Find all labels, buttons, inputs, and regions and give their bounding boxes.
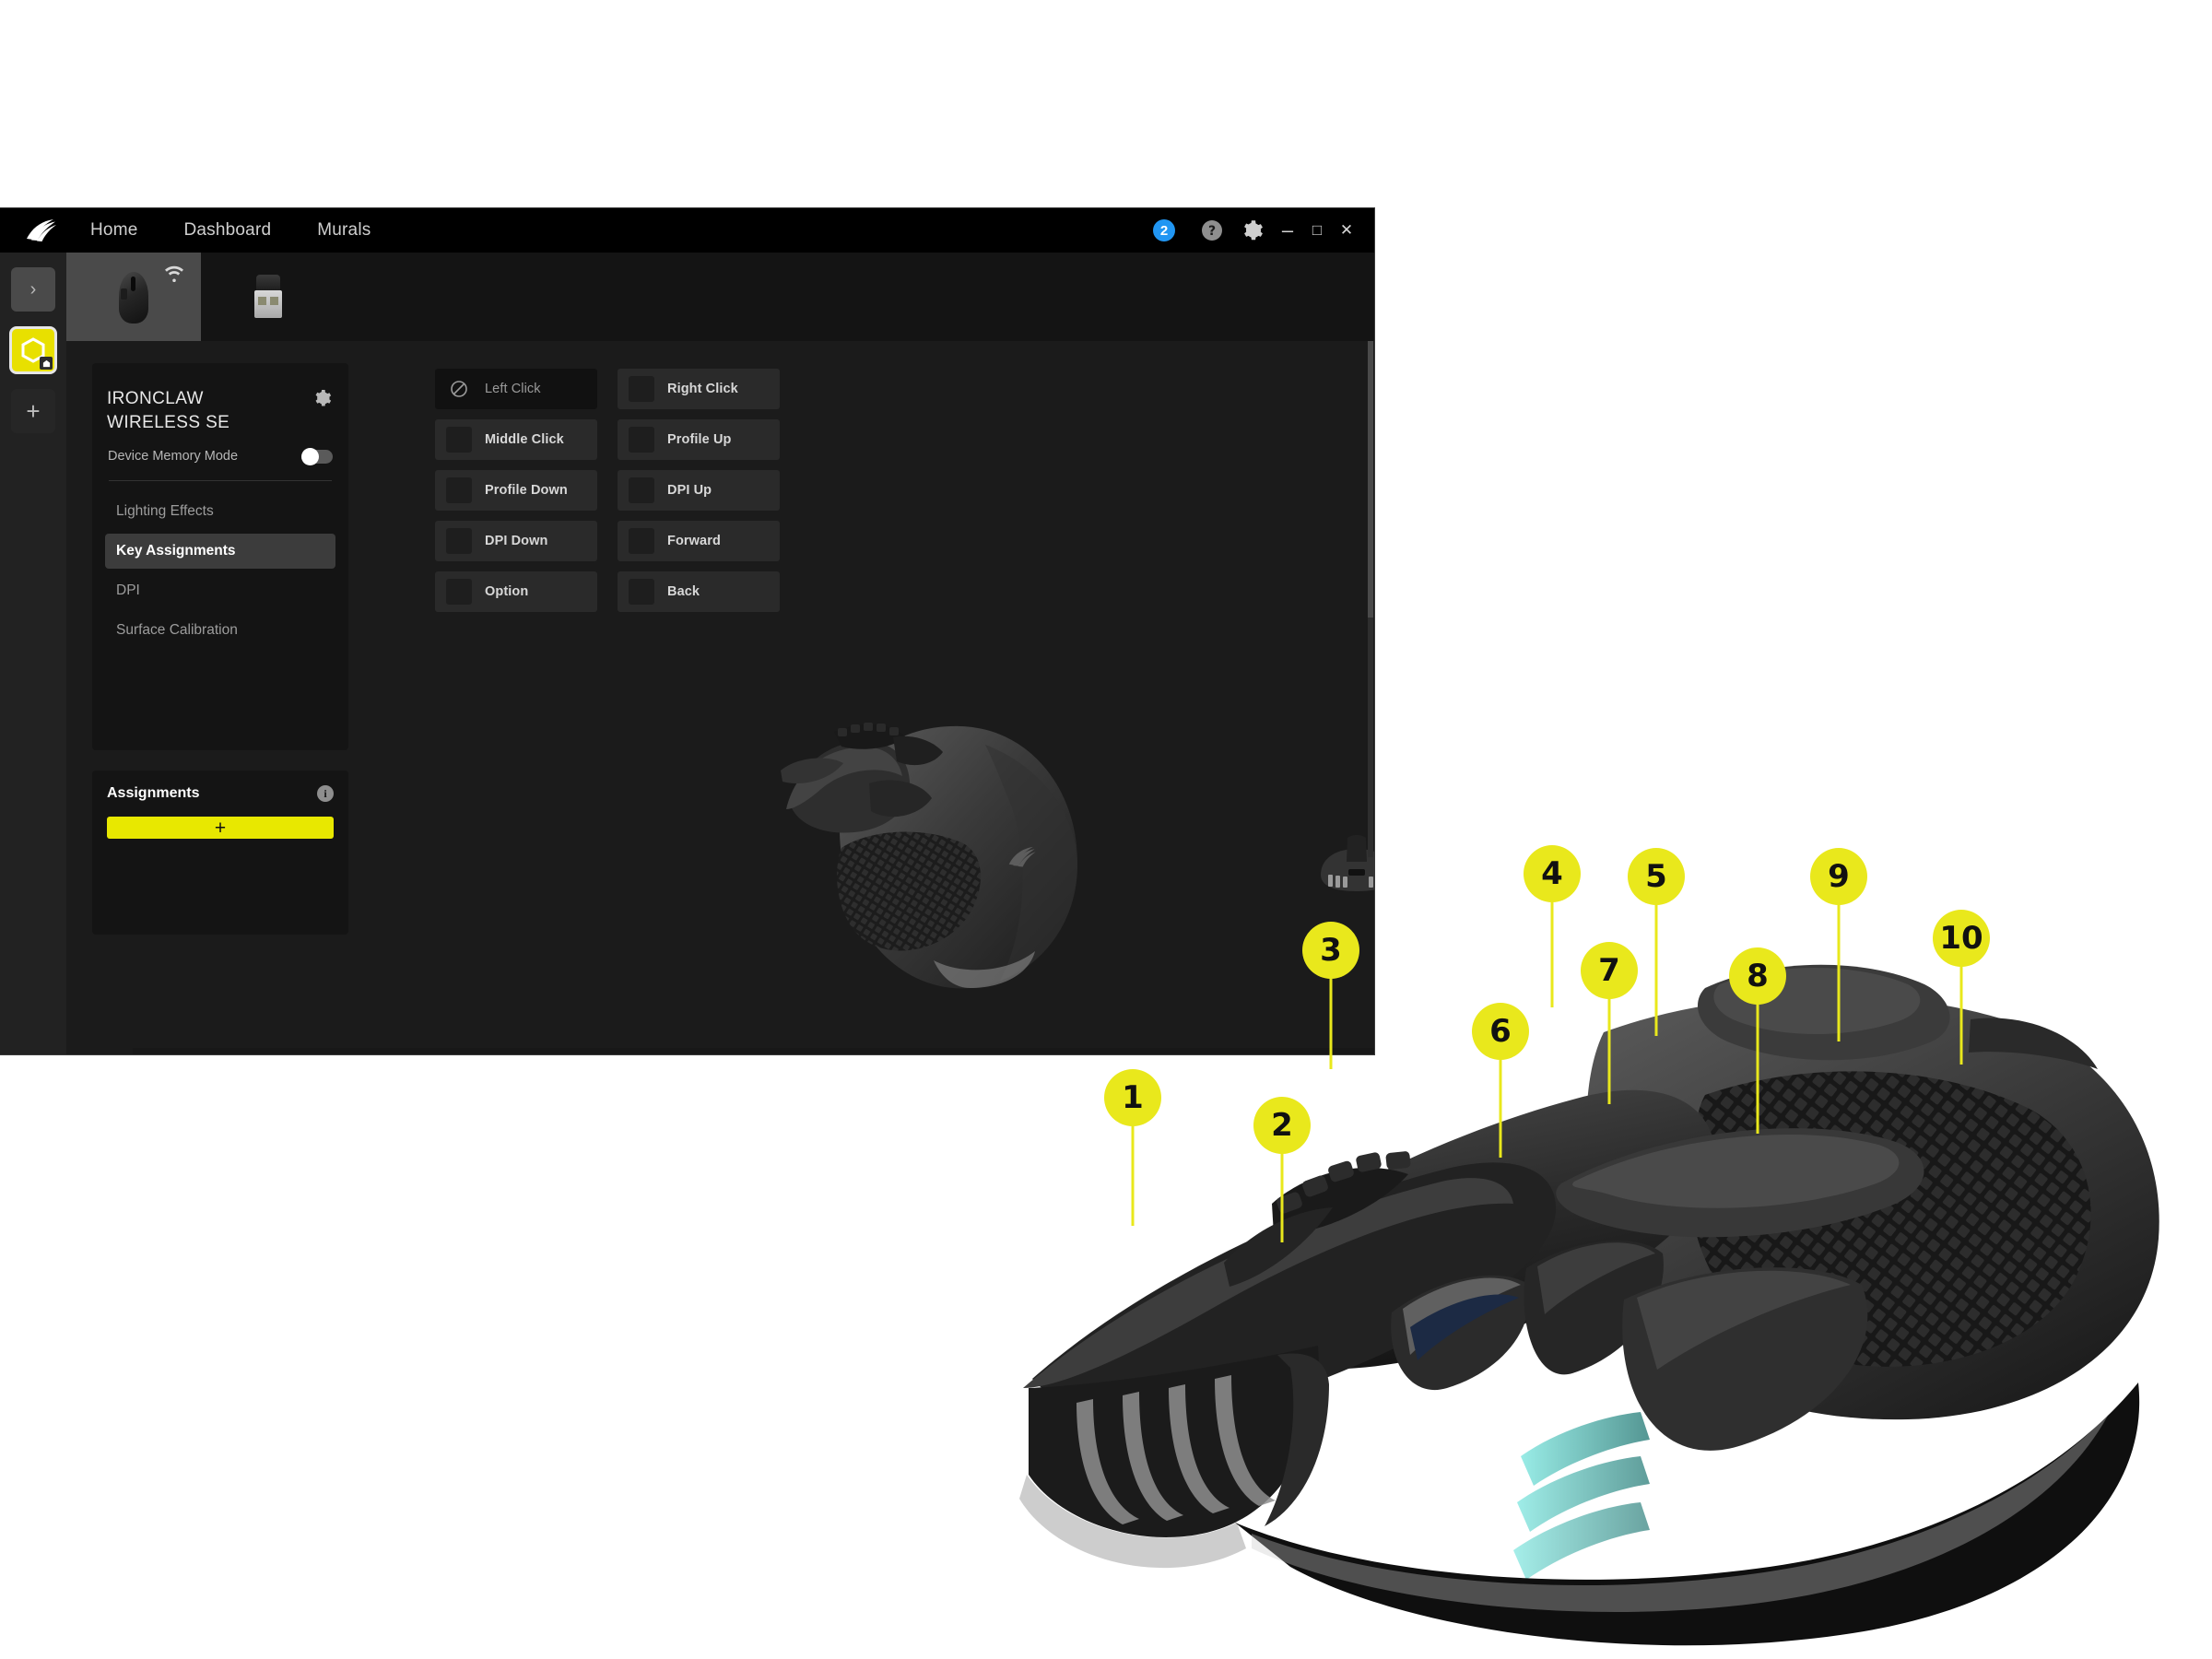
rail-expand-button[interactable]: › bbox=[11, 267, 55, 312]
nav-item-home[interactable]: Home bbox=[90, 220, 138, 240]
profile-corner-icon bbox=[40, 357, 53, 370]
no-entry-icon bbox=[446, 376, 472, 402]
device-memory-mode-label: Device Memory Mode bbox=[108, 449, 239, 465]
swatch-icon bbox=[629, 477, 654, 503]
vertical-scrollbar[interactable] bbox=[1368, 341, 1373, 857]
swatch-icon bbox=[629, 376, 654, 402]
device-settings-card: IRONCLAW WIRELESS SE Device Memory Mode … bbox=[92, 363, 348, 750]
key-button-label: DPI Up bbox=[667, 483, 712, 498]
swatch-icon bbox=[446, 579, 472, 605]
ironclaw-wireless-se-side-photo bbox=[1005, 866, 2212, 1659]
callout-number: 2 bbox=[1253, 1097, 1311, 1154]
key-button-label: Back bbox=[667, 584, 700, 599]
notification-badge[interactable]: 2 bbox=[1153, 219, 1175, 241]
device-tab-strip bbox=[66, 253, 1374, 341]
key-button-label: Option bbox=[485, 584, 529, 599]
icue-app-window: Home Dashboard Murals 2 ? – bbox=[0, 207, 1375, 1055]
key-button-right-click[interactable]: Right Click bbox=[618, 369, 780, 409]
swatch-icon bbox=[446, 528, 472, 554]
device-settings-gear-icon[interactable] bbox=[313, 389, 332, 412]
key-button-label: Right Click bbox=[667, 382, 738, 396]
key-button-label: Middle Click bbox=[485, 432, 564, 447]
key-button-label: DPI Down bbox=[485, 534, 548, 548]
swatch-icon bbox=[629, 528, 654, 554]
callout-number: 7 bbox=[1581, 942, 1638, 999]
gear-icon[interactable] bbox=[1239, 217, 1266, 244]
minimize-icon[interactable]: – bbox=[1281, 218, 1294, 241]
window-controls: 2 ? – □ ✕ bbox=[1136, 208, 1374, 253]
mouse-icon bbox=[113, 268, 154, 325]
left-icon-rail: › + bbox=[0, 253, 66, 1054]
assignments-header: Assignments i bbox=[107, 785, 334, 802]
close-icon[interactable]: ✕ bbox=[1339, 221, 1354, 239]
key-button-option[interactable]: Option bbox=[435, 571, 597, 612]
assignments-card: Assignments i + bbox=[92, 771, 348, 935]
usb-dongle-icon bbox=[250, 269, 287, 324]
key-assignments-grid: Left Click Right Click Middle Click Prof… bbox=[435, 369, 780, 612]
maximize-icon[interactable]: □ bbox=[1312, 221, 1323, 239]
key-button-dpi-up[interactable]: DPI Up bbox=[618, 470, 780, 511]
swatch-icon bbox=[446, 427, 472, 453]
rail-add-button[interactable]: + bbox=[11, 389, 55, 433]
rail-profile-button[interactable] bbox=[9, 326, 57, 374]
sidebar-item-surface-calibration[interactable]: Surface Calibration bbox=[116, 622, 238, 639]
key-button-label: Forward bbox=[667, 534, 721, 548]
horizontal-scrollbar[interactable] bbox=[133, 1048, 1374, 1054]
key-button-middle-click[interactable]: Middle Click bbox=[435, 419, 597, 460]
key-button-back[interactable]: Back bbox=[618, 571, 780, 612]
ironclaw-wireless-se-render bbox=[753, 700, 1122, 1005]
swatch-icon bbox=[629, 579, 654, 605]
device-settings-content: IRONCLAW WIRELESS SE Device Memory Mode … bbox=[66, 341, 1374, 1054]
key-button-left-click[interactable]: Left Click bbox=[435, 369, 597, 409]
swatch-icon bbox=[629, 427, 654, 453]
sidebar-item-dpi[interactable]: DPI bbox=[116, 582, 140, 599]
page-title: IRONCLAW WIRELESS SE bbox=[107, 389, 230, 432]
nav-item-dashboard[interactable]: Dashboard bbox=[183, 220, 272, 240]
device-memory-mode-toggle[interactable] bbox=[301, 447, 333, 465]
wifi-icon bbox=[164, 265, 184, 283]
corsair-sails-logo-icon bbox=[20, 208, 61, 253]
callout-number: 8 bbox=[1729, 947, 1786, 1005]
callout-number: 10 bbox=[1933, 910, 1990, 967]
svg-text:?: ? bbox=[1208, 224, 1216, 239]
sidebar-item-key-assignments[interactable]: Key Assignments bbox=[105, 534, 335, 570]
add-assignment-button[interactable]: + bbox=[107, 817, 334, 839]
key-button-dpi-down[interactable]: DPI Down bbox=[435, 521, 597, 561]
callout-number: 3 bbox=[1302, 922, 1359, 979]
help-icon[interactable]: ? bbox=[1198, 217, 1226, 244]
device-tab-dongle[interactable] bbox=[201, 253, 335, 341]
assignments-title: Assignments bbox=[107, 785, 200, 801]
callout-number: 1 bbox=[1104, 1069, 1161, 1126]
window-titlebar: Home Dashboard Murals 2 ? – bbox=[0, 208, 1374, 253]
key-button-label: Left Click bbox=[485, 382, 541, 396]
device-memory-mode-row: Device Memory Mode bbox=[105, 447, 335, 465]
callout-number: 9 bbox=[1810, 848, 1867, 905]
callout-number: 4 bbox=[1524, 845, 1581, 902]
key-button-label: Profile Down bbox=[485, 483, 568, 498]
settings-divider bbox=[109, 480, 332, 482]
callout-number: 5 bbox=[1628, 848, 1685, 905]
nav-item-murals[interactable]: Murals bbox=[317, 220, 371, 240]
main-nav: Home Dashboard Murals bbox=[81, 220, 394, 241]
swatch-icon bbox=[446, 477, 472, 503]
callout-number: 6 bbox=[1472, 1003, 1529, 1060]
key-button-forward[interactable]: Forward bbox=[618, 521, 780, 561]
hexagon-profile-icon bbox=[21, 337, 45, 363]
key-button-label: Profile Up bbox=[667, 432, 732, 447]
info-icon[interactable]: i bbox=[317, 785, 334, 802]
key-button-profile-up[interactable]: Profile Up bbox=[618, 419, 780, 460]
sidebar-item-lighting-effects[interactable]: Lighting Effects bbox=[116, 503, 214, 520]
device-tab-mouse[interactable] bbox=[66, 253, 201, 341]
ironclaw-wireless-se-front-render bbox=[1306, 825, 1374, 908]
key-button-profile-down[interactable]: Profile Down bbox=[435, 470, 597, 511]
